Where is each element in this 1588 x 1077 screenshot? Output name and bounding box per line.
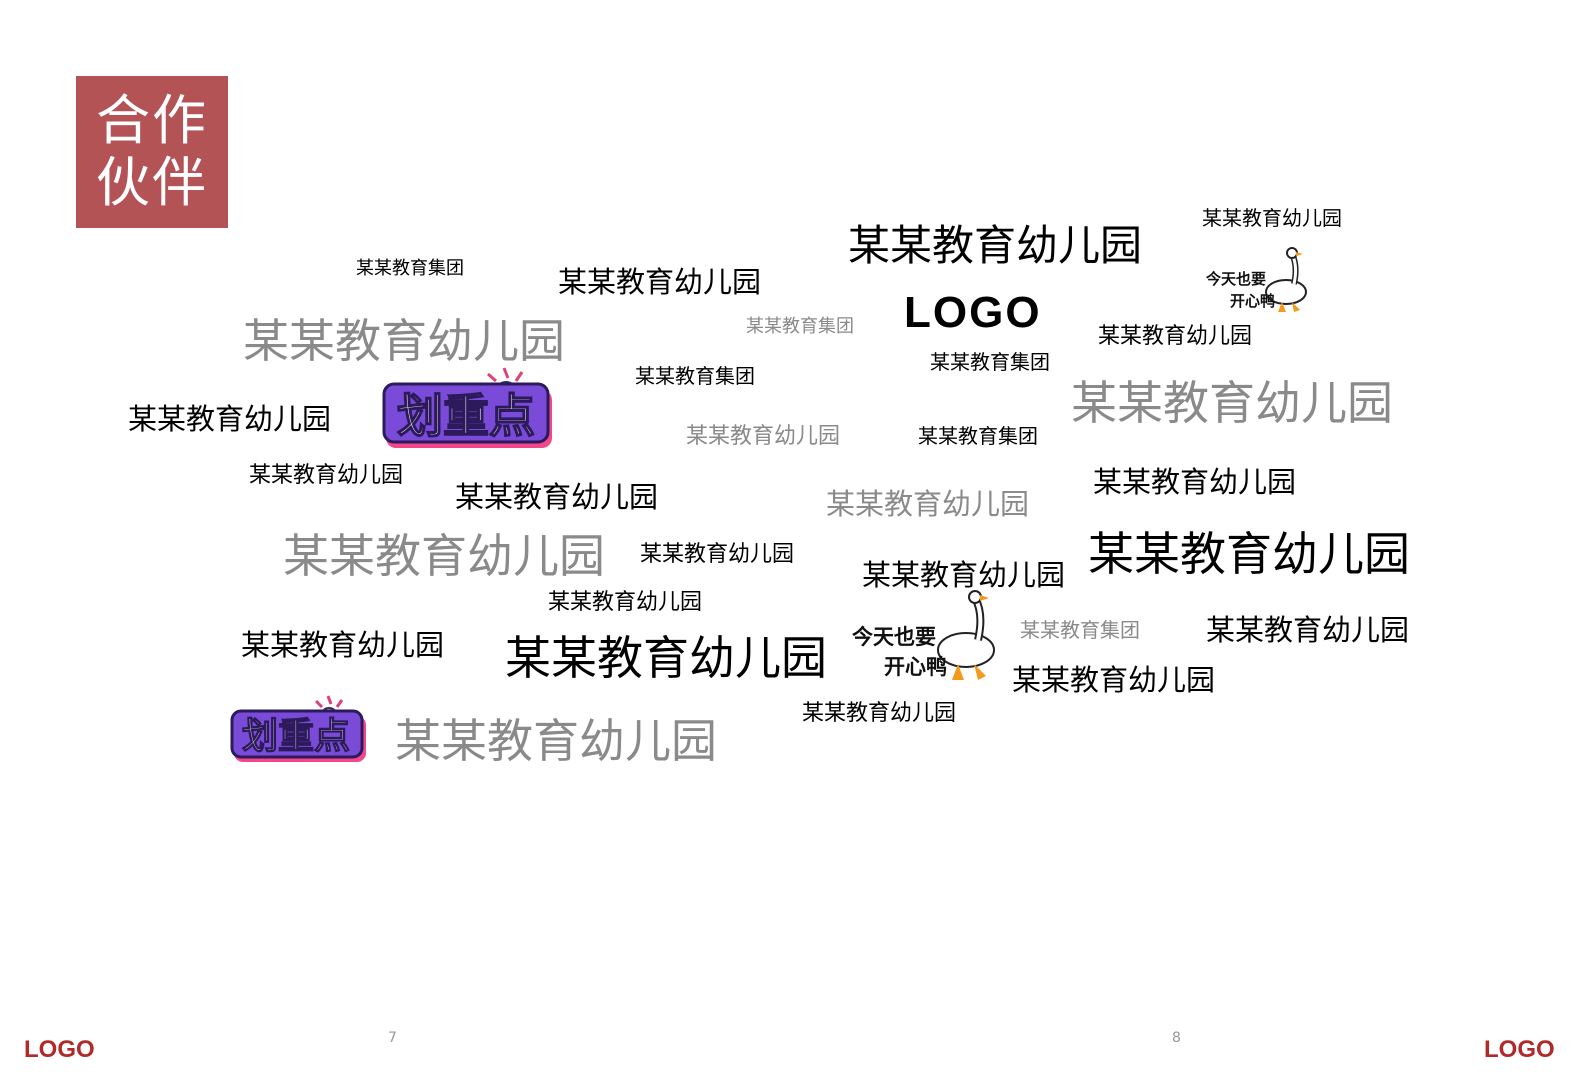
sticker-text: 划重点 [242, 716, 350, 757]
sticker-text-line-1: 今天也要 [852, 625, 936, 649]
goose-sticker-large: 今天也要 开心鸭 [852, 590, 995, 680]
partner-name: 某某教育幼儿园 [128, 402, 332, 436]
partner-name: 某某教育幼儿园 [283, 529, 605, 583]
partner-name: 某某教育幼儿园 [395, 714, 717, 768]
partner-name: 某某教育幼儿园 [1088, 527, 1410, 581]
partner-name: 某某教育幼儿园 [455, 480, 659, 514]
partner-name: 某某教育幼儿园 [1202, 206, 1342, 230]
partner-name: 某某教育幼儿园 [862, 558, 1066, 592]
partner-name: 某某教育幼儿园 [802, 701, 957, 726]
partner-name: 某某教育幼儿园 [249, 463, 404, 488]
footer-logo-left: LOGO [24, 1036, 95, 1063]
logo-placeholder: LOGO [904, 288, 1042, 337]
goose-sticker: 今天也要 开心鸭 [1205, 247, 1307, 312]
partner-name: 某某教育幼儿园 [1206, 613, 1410, 647]
partner-name: 某某教育幼儿园 [1098, 324, 1253, 349]
sticker-text-line-2: 开心鸭 [884, 655, 947, 679]
footer-logo-right: LOGO [1484, 1036, 1555, 1063]
page-number-left: 7 [388, 1030, 397, 1046]
partner-name: 某某教育幼儿园 [505, 631, 827, 685]
page-title-line-1: 合作 [96, 89, 208, 152]
partner-name: 某某教育幼儿园 [826, 487, 1030, 521]
partner-name: 某某教育集团 [918, 424, 1038, 448]
partner-name: 某某教育幼儿园 [1071, 376, 1393, 430]
partner-name: 某某教育集团 [930, 350, 1050, 374]
partner-name: 某某教育幼儿园 [640, 542, 795, 567]
highlight-sticker: 划重点 [382, 367, 552, 448]
sticker-text-line-2: 开心鸭 [1230, 292, 1275, 310]
partner-name: 某某教育集团 [356, 258, 464, 279]
partner-name: 某某教育幼儿园 [558, 265, 762, 299]
partner-name: 某某教育幼儿园 [1012, 663, 1216, 697]
page-number-right: 8 [1172, 1030, 1181, 1046]
highlight-sticker-small: 划重点 [230, 695, 366, 762]
partner-name: 某某教育幼儿园 [1093, 465, 1297, 499]
goose-icon [1265, 247, 1307, 312]
partner-name: 某某教育幼儿园 [241, 628, 445, 662]
page-title-line-2: 伙伴 [96, 151, 208, 214]
page-title-box: 合作 伙伴 [76, 76, 228, 228]
partner-name: 某某教育集团 [635, 364, 755, 388]
partner-name: 某某教育集团 [746, 316, 854, 337]
partner-name: 某某教育幼儿园 [686, 424, 841, 449]
partner-name: 某某教育幼儿园 [548, 590, 703, 615]
partner-name: 某某教育集团 [1020, 618, 1140, 642]
sticker-text-line-1: 今天也要 [1205, 270, 1266, 288]
partner-name: 某某教育幼儿园 [848, 221, 1143, 270]
goose-icon [937, 590, 995, 680]
sticker-text: 划重点 [397, 389, 535, 443]
partner-name: 某某教育幼儿园 [243, 314, 565, 368]
